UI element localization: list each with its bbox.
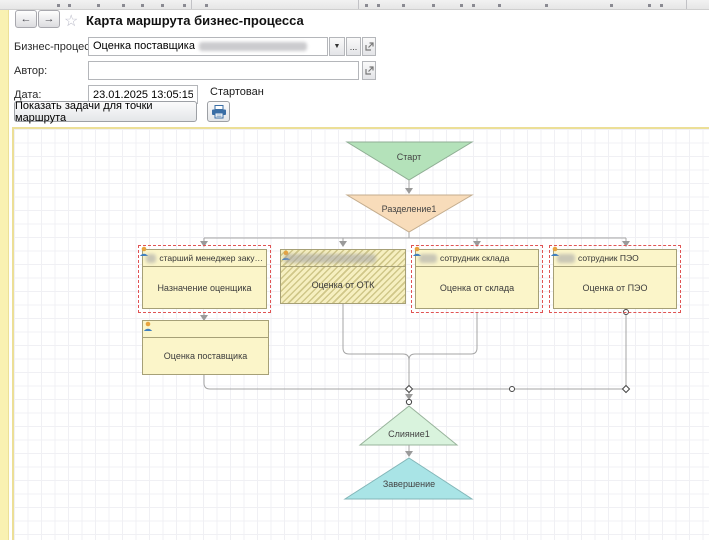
date-input[interactable]	[88, 85, 198, 104]
redacted-text-blur	[146, 253, 157, 263]
open-link-icon	[364, 42, 374, 51]
status-text: Стартован	[210, 86, 264, 98]
split-shape-label: Разделение1	[382, 204, 437, 214]
redacted-text-blur	[419, 253, 437, 263]
print-button[interactable]	[207, 101, 230, 122]
task-box-assign[interactable]: старший менеджер заку… Назначение оценщи…	[139, 246, 267, 309]
split-shape[interactable]	[345, 194, 474, 233]
task-box-ocenka-postavshchika[interactable]: Оценка поставщика	[142, 320, 269, 375]
start-shape-label: Старт	[397, 152, 421, 162]
process-input-value: Оценка поставщика	[93, 40, 195, 52]
route-map-svg: Старт Разделение1 Слияние1 Завершение	[200, 141, 631, 500]
start-shape[interactable]	[345, 141, 474, 181]
task-name-label: Оценка от ПЭО	[582, 282, 648, 293]
connector-selection-handles[interactable]	[404, 309, 631, 406]
finish-shape-label: Завершение	[383, 479, 435, 489]
process-dropdown-button[interactable]: ▼	[329, 37, 345, 56]
task-name-label: Оценка от ОТК	[281, 267, 405, 303]
task-name-label: Оценка от склада	[439, 282, 515, 293]
back-button[interactable]: ←	[15, 10, 37, 28]
forward-button[interactable]: →	[38, 10, 60, 28]
process-open-button[interactable]	[362, 37, 376, 56]
task-name-label: Оценка поставщика	[163, 351, 248, 361]
task-performer-label: старший менеджер заку…	[159, 253, 263, 263]
task-box-sklad[interactable]: сотрудник склада Оценка от склада	[412, 246, 539, 309]
task-box-otk[interactable]: Оценка от ОТК	[280, 249, 406, 304]
merge-shape[interactable]	[358, 405, 459, 446]
task-name-label: Назначение оценщика	[157, 282, 252, 293]
show-tasks-button[interactable]: Показать задачи для точки маршрута	[14, 100, 197, 124]
author-field-label: Автор:	[14, 65, 48, 77]
task-box-assign-selected-frame[interactable]: старший менеджер заку… Назначение оценщи…	[138, 245, 271, 313]
task-performer-label: сотрудник ПЭО	[578, 253, 639, 263]
redacted-text-blur	[284, 253, 376, 263]
page-title: Карта маршрута бизнес-процесса	[86, 13, 304, 28]
person-icon	[143, 321, 153, 331]
arrowheads	[200, 188, 630, 457]
process-ellipsis-button[interactable]: ...	[346, 37, 361, 56]
form-left-margin	[0, 10, 9, 540]
window-toolbar-cutoff	[0, 0, 709, 10]
task-box-peo[interactable]: сотрудник ПЭО Оценка от ПЭО	[550, 246, 677, 309]
task-performer-label: сотрудник склада	[440, 253, 510, 263]
task-box-sklad-selected-frame[interactable]: сотрудник склада Оценка от склада	[411, 245, 543, 313]
open-link-icon	[364, 66, 374, 75]
route-map-canvas: Старт Разделение1 Слияние1 Завершение	[12, 127, 709, 540]
merge-shape-label: Слияние1	[388, 429, 430, 439]
process-field-label: Бизнес-процесс:	[14, 41, 99, 53]
redacted-text-blur	[557, 253, 575, 263]
finish-shape[interactable]	[343, 457, 474, 500]
date-field-label: Дата:	[14, 89, 42, 101]
author-input[interactable]	[88, 61, 359, 80]
redacted-text-blur	[198, 42, 307, 51]
connectors[interactable]	[203, 180, 627, 395]
favorite-star-icon[interactable]: ☆	[64, 13, 79, 30]
process-input[interactable]: Оценка поставщика	[88, 37, 328, 56]
printer-icon	[211, 104, 226, 118]
task-box-peo-selected-frame[interactable]: сотрудник ПЭО Оценка от ПЭО	[549, 245, 681, 313]
author-open-button[interactable]	[362, 61, 376, 80]
